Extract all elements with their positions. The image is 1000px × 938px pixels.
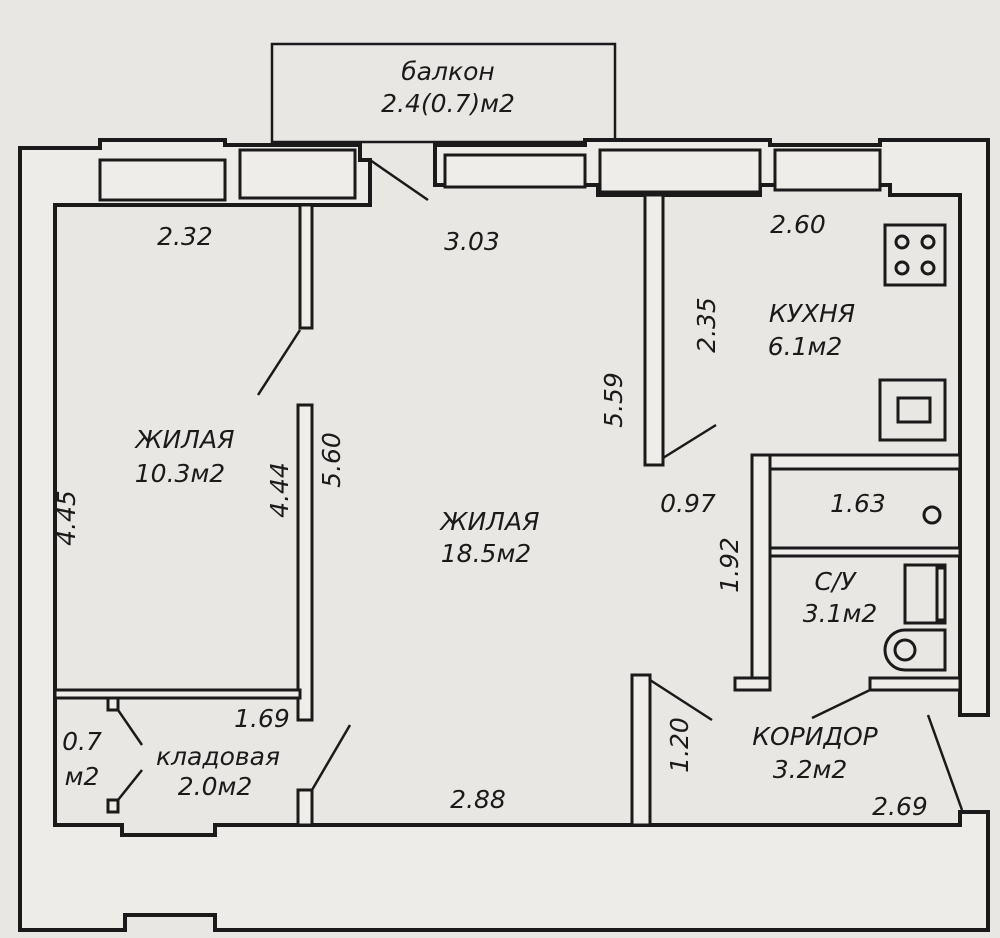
kitchen-wall (643, 193, 665, 467)
washbasin-icon (922, 505, 942, 525)
stove-icon (883, 223, 947, 287)
dimension: 2.69 (872, 792, 928, 821)
door-swing (117, 769, 143, 801)
partition-wall (296, 788, 314, 827)
door-swing (811, 688, 871, 720)
closet-area-unit: м2 (65, 762, 100, 791)
door-swing (369, 158, 429, 202)
dimension: 5.60 (317, 432, 346, 488)
corridor-wall (630, 673, 652, 827)
door-swing (649, 678, 713, 722)
dimension: 2.88 (450, 785, 506, 814)
dimension: 2.35 (692, 297, 721, 353)
closet-area-value: 0.7 (62, 727, 102, 756)
bathroom-wall (868, 676, 962, 692)
door-swing (256, 329, 302, 396)
dimension: 2.60 (770, 210, 826, 239)
room-area: 10.3м2 (135, 459, 225, 488)
room-area: 6.1м2 (768, 332, 843, 361)
dimension: 4.44 (265, 462, 294, 518)
window (773, 148, 882, 192)
bathroom-wall (733, 676, 772, 692)
storage-wall (53, 688, 302, 700)
dimension: 3.03 (444, 227, 500, 256)
bathroom-wall (768, 546, 962, 558)
door-swing (662, 423, 717, 460)
toilet-icon (883, 628, 947, 672)
room-area: 3.1м2 (803, 599, 878, 628)
dimension: 2.32 (157, 222, 213, 251)
dimension: 1.63 (830, 489, 886, 518)
balcony-name: балкон (401, 57, 494, 86)
window (238, 148, 357, 200)
partition-wall (298, 203, 314, 330)
door-swing (116, 709, 144, 746)
room-name: ЖИЛАЯ (439, 507, 540, 536)
window (443, 153, 587, 189)
kitchen-sink-icon (878, 378, 947, 442)
door-swing (310, 724, 352, 791)
balcony-outline (270, 42, 617, 144)
dimension: 5.59 (599, 372, 628, 428)
window (598, 148, 762, 194)
room-name: С/У (814, 567, 857, 596)
partition-wall (296, 403, 314, 722)
outer-wall-left (18, 138, 990, 932)
bathtub-icon (903, 563, 947, 625)
bathroom-wall (750, 453, 962, 471)
room-name: ЖИЛАЯ (134, 425, 235, 454)
room-area: 3.2м2 (773, 755, 848, 784)
room-name: КОРИДОР (752, 722, 878, 751)
room-area: 2.0м2 (178, 772, 253, 801)
balcony-area: 2.4(0.7)м2 (381, 89, 515, 118)
dimension: 1.69 (234, 704, 290, 733)
bathroom-wall (750, 453, 772, 682)
door-swing (926, 714, 964, 811)
room-area: 18.5м2 (441, 539, 531, 568)
room-name: кладовая (156, 742, 280, 771)
dimension: 1.20 (665, 717, 694, 773)
dimension: 1.92 (715, 537, 744, 593)
dimension: 0.97 (660, 489, 716, 518)
dimension: 4.45 (52, 490, 81, 546)
room-name: КУХНЯ (769, 299, 855, 328)
closet-post (106, 696, 120, 712)
closet-post (106, 798, 120, 814)
outer-wall-right (433, 138, 990, 717)
window (98, 158, 227, 202)
